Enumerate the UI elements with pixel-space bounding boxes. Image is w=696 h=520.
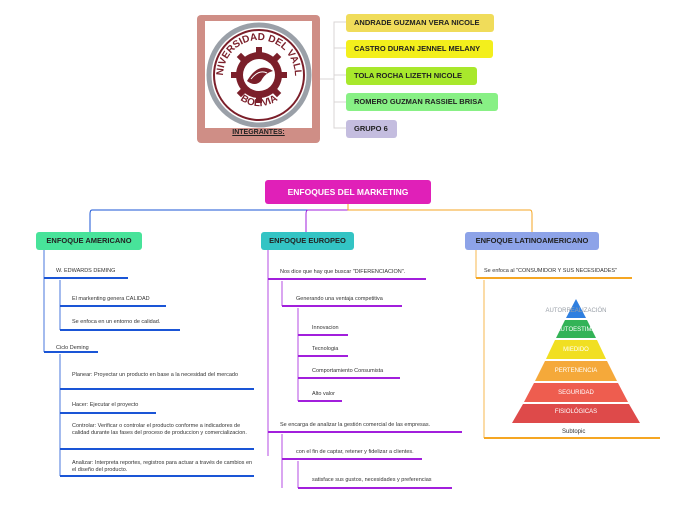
pyramid-label-3: MIEDIDO	[563, 347, 589, 353]
pyramid-level-4	[535, 361, 617, 381]
node-deming-child-1[interactable]: El markenting genera CALIDAD	[72, 296, 150, 302]
node-ciclo[interactable]: Ciclo Deming	[56, 345, 89, 351]
member-3[interactable]: TOLA ROCHA LIZETH NICOLE	[346, 67, 477, 85]
pyramid-label-5: SEGURIDAD	[558, 390, 594, 396]
logo-inner: UNIVERSIDAD DEL VALLE BOLIVIA	[205, 21, 312, 128]
pyramid-label-6: FISIOLÓGICAS	[554, 409, 598, 415]
member-2[interactable]: CASTRO DURAN JENNEL MELANY	[346, 40, 493, 58]
pyramid-label-4: PERTENENCIA	[554, 368, 598, 374]
node-deming-child-2[interactable]: Se enfoca en un entorno de calidad.	[72, 319, 161, 325]
pyramid-level-5	[524, 383, 628, 402]
member-1[interactable]: ANDRADE GUZMAN VERA NICOLE	[346, 14, 494, 32]
pyramid-level-2	[556, 320, 596, 338]
node-ventaja-child-2[interactable]: Tecnologia	[312, 346, 339, 352]
node-ventaja[interactable]: Generando una ventaja competitiva	[296, 296, 383, 302]
maslow-pyramid	[512, 299, 640, 423]
node-ventaja-child-3[interactable]: Comportamiento Consumista	[312, 368, 384, 374]
node-ventaja-child-1[interactable]: Innovacion	[312, 325, 339, 331]
node-consumidor[interactable]: Se enfoca al "CONSUMIDOR Y SUS NECESIDAD…	[484, 268, 617, 274]
node-deming[interactable]: W. EDWARDS DEMING	[56, 268, 116, 274]
university-seal-icon: UNIVERSIDAD DEL VALLE BOLIVIA	[205, 21, 312, 128]
logo-caption: INTEGRANTES:	[232, 129, 285, 136]
node-diferenciacion[interactable]: Nos dice que hay que buscar "DIFERENCIAC…	[280, 269, 406, 275]
member-4[interactable]: ROMERO GUZMAN RASSIEL BRISA	[346, 93, 498, 111]
node-subtopic[interactable]: Subtopic	[562, 429, 586, 435]
node-ciclo-child-4[interactable]: Analizar: Interpreta reportes, registros…	[72, 460, 253, 473]
node-satisface[interactable]: satisface sus gustos, necesidades y pref…	[312, 477, 432, 483]
logo-card: UNIVERSIDAD DEL VALLE BOLIVIA INTEGRANTE…	[197, 15, 320, 143]
node-ventaja-child-4[interactable]: Alto valor	[312, 391, 335, 397]
branch-europeo[interactable]: ENFOQUE EUROPEO	[261, 232, 354, 250]
branch-americano[interactable]: ENFOQUE AMERICANO	[36, 232, 142, 250]
pyramid-label-1: AUTORREALIZACIÓN	[545, 308, 607, 314]
root-topic[interactable]: ENFOQUES DEL MARKETING	[265, 180, 431, 204]
pyramid-level-6	[512, 404, 640, 423]
node-gestion[interactable]: Se encarga de analizar la gestión comerc…	[280, 422, 431, 428]
pyramid-level-3	[546, 340, 606, 359]
member-5[interactable]: GRUPO 6	[346, 120, 397, 138]
node-ciclo-child-1[interactable]: Planear: Proyectar un producto en base a…	[72, 372, 239, 378]
pyramid-label-2: AUTOESTIMA	[556, 327, 596, 333]
pyramid-level-1	[566, 299, 586, 318]
branch-latino[interactable]: ENFOQUE LATINOAMERICANO	[465, 232, 599, 250]
node-ciclo-child-3[interactable]: Controlar: Verificar o controlar el prod…	[72, 423, 247, 436]
node-captar[interactable]: con el fin de captar, retener y fideliza…	[296, 449, 414, 455]
node-ciclo-child-2[interactable]: Hacer: Ejecutar el proyecto	[72, 402, 139, 408]
